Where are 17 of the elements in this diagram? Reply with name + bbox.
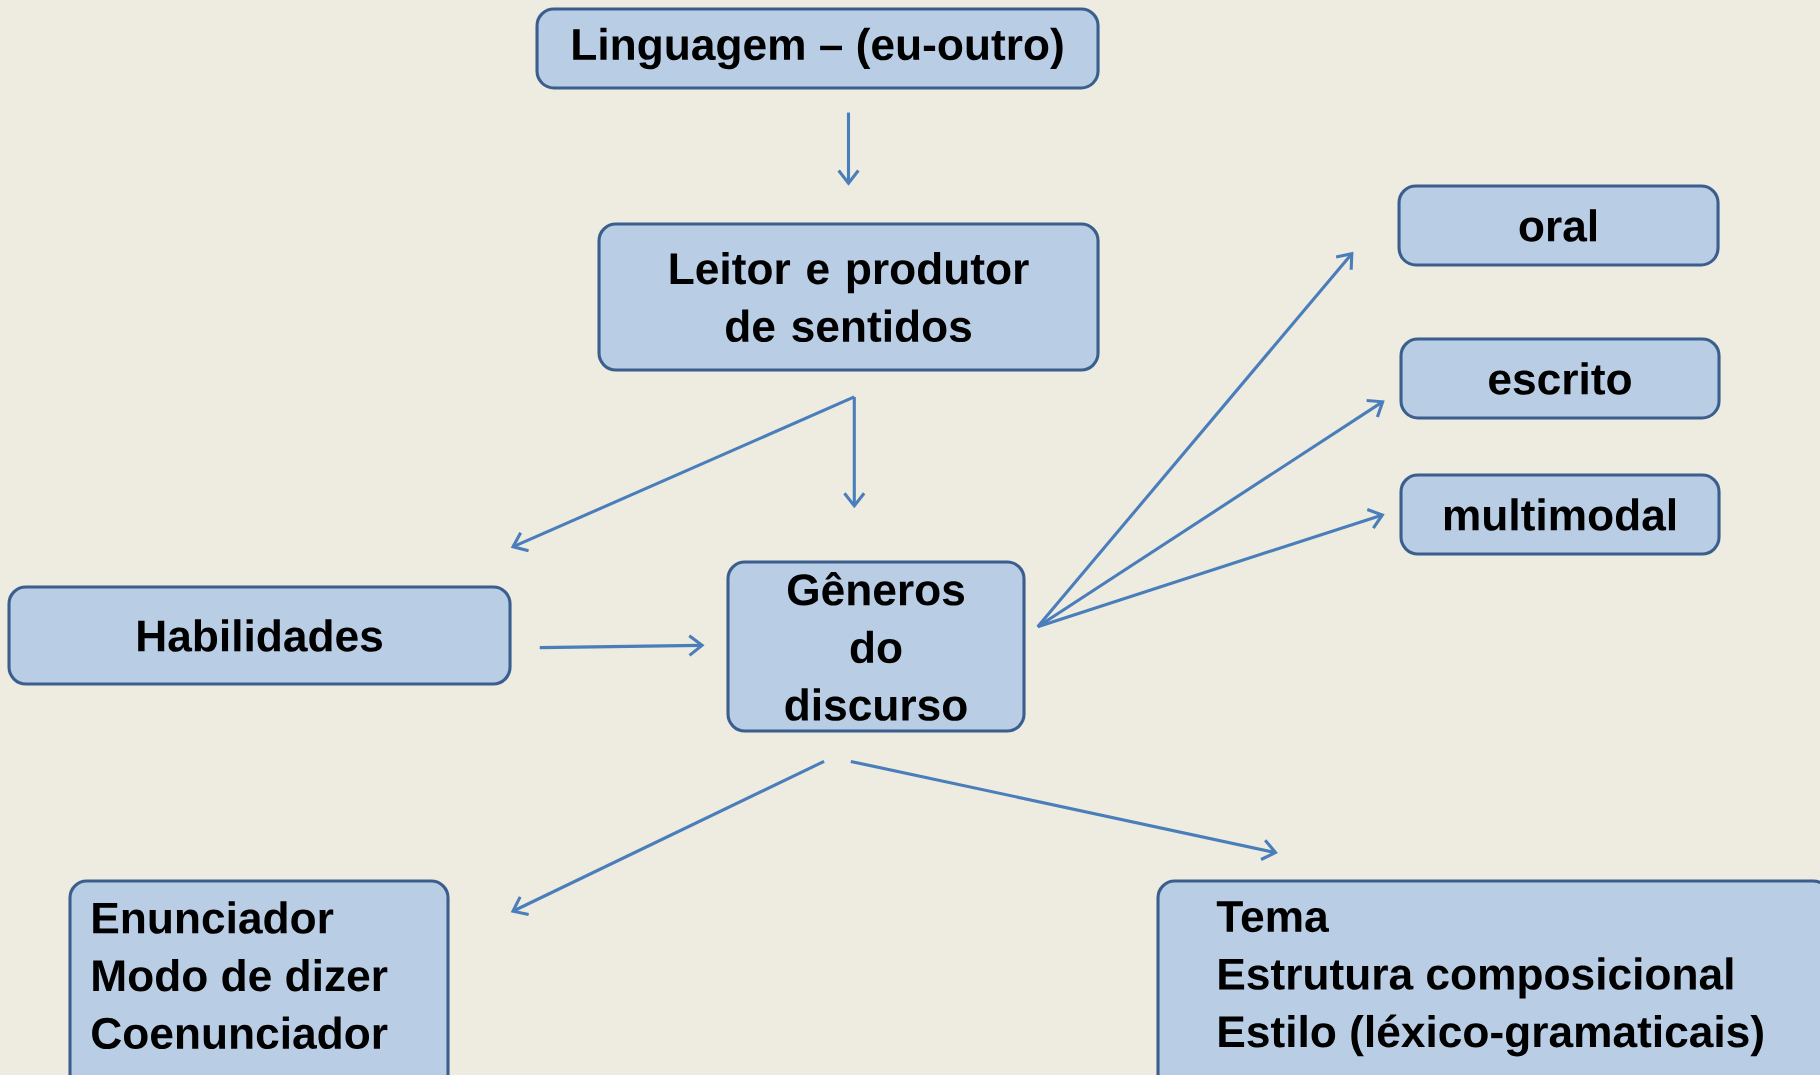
- arrow: [1036, 251, 1354, 628]
- process-box: Gêneros do discurso: [726, 560, 1026, 733]
- arrow: [539, 634, 705, 657]
- process-box: Linguagem – (eu-outro): [535, 7, 1100, 90]
- arrow: [510, 760, 825, 917]
- process-box: Habilidades: [7, 585, 512, 686]
- process-box: Tema Estrutura composicional Estilo (léxico-gramaticais): [1156, 879, 1820, 1075]
- arrow: [510, 395, 855, 553]
- arrow: [837, 112, 860, 186]
- arrow: [850, 759, 1278, 861]
- arrow: [1037, 508, 1385, 629]
- process-box: escrito: [1399, 337, 1721, 420]
- arrow: [843, 396, 866, 509]
- process-box: Enunciador Modo de dizer Coenunciador: [68, 879, 450, 1075]
- process-box: multimodal: [1399, 473, 1721, 556]
- process-box: Leitor e produtor de sentidos: [597, 222, 1100, 372]
- process-box: oral: [1397, 184, 1720, 267]
